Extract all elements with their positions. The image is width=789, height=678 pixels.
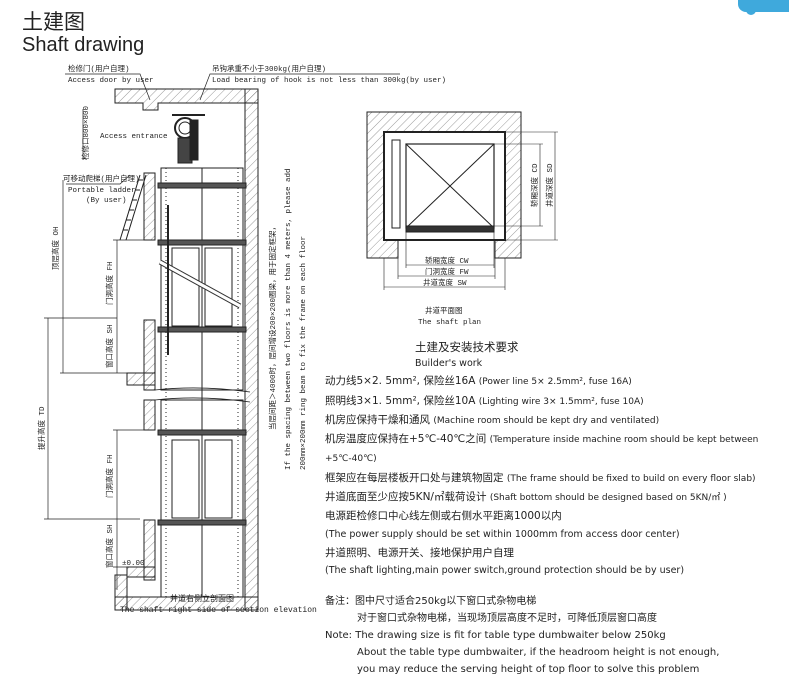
requirement-item: 井道底面至少应按5KN/㎡载荷设计 (Shaft bottom should b… [325, 491, 727, 504]
plan-fw-label: 门洞宽度 FW [425, 266, 469, 277]
access-entrance-label: Access entrance [100, 133, 168, 141]
page-title-cn: 土建图 [22, 10, 85, 34]
elevation-caption-cn: 井道右侧立剖面图 [170, 593, 234, 604]
elevation-caption-en: The shaft right side of section elevatio… [120, 606, 317, 615]
requirements-heading-cn: 土建及安装技术要求 [415, 340, 519, 354]
hook-en: Load bearing of hook is not less than 30… [212, 77, 446, 85]
oh-label: 顶层高度 OH [50, 226, 61, 270]
plan-caption-cn: 井道平面图 [425, 305, 463, 316]
ladder-en: Portable ladder [68, 187, 136, 195]
plan-caption-en: The shaft plan [418, 319, 481, 327]
fh-label-bottom: 门洞高度 FH [104, 454, 115, 498]
access-door-cn: 检修门(用户自理) [68, 63, 130, 74]
zero-level-label: ±0.00 [122, 560, 145, 568]
power-supply-cn: 电源距检修口中心线左侧或右侧水平距离1000以内 [325, 510, 562, 523]
dimension-lines [44, 109, 145, 590]
hook-cn: 吊钩承重不小于300kg(用户自理) [212, 63, 326, 74]
ladder-by: (By user) [86, 197, 127, 205]
plan-sd-label: 井道深度 SD [544, 163, 555, 207]
corner-tab-accent [738, 0, 789, 15]
requirement-item: 照明线3×1. 5mm², 保险丝10A (Lighting wire 3× 1… [325, 394, 644, 407]
plan-sw-label: 井道宽度 SW [423, 277, 467, 288]
shaft-drawing: 检修门(用户自理) Access door by user 吊钩承重不小于300… [36, 63, 558, 615]
access-door-en: Access door by user [68, 77, 154, 85]
page-title-en: Shaft drawing [22, 34, 145, 56]
requirements-heading-en: Builder's work [415, 358, 483, 370]
right-wall [244, 88, 259, 611]
ring-beam-en-2: 200mm×200mm ring beam to fix the frame o… [300, 236, 308, 470]
shaft-lighting-cn: 井道照明、电源开关、接地保护用户自理 [325, 546, 514, 559]
note-en-3: you may reduce the serving height of top… [357, 663, 700, 675]
ladder-cn: 可移动爬梯(用户自理) [63, 173, 140, 184]
ring-beam-cn: 当层间距＞4000时，层间增设200×200圈梁，用于固定框架， [267, 223, 278, 430]
section-elevation [44, 73, 400, 611]
ring-beam-en-1: If the spacing between two floors is mor… [285, 168, 293, 470]
sh-label-bottom: 窗口高度 SH [104, 524, 115, 568]
note-en-2: About the table type dumbwaiter, if the … [357, 646, 720, 658]
plan-cw-label: 轿厢宽度 CW [425, 255, 469, 266]
sh-label-top: 窗口高度 SH [104, 324, 115, 368]
builders-work-requirements: 土建及安装技术要求 Builder's work 动力线5×2. 5mm², 保… [325, 338, 785, 678]
note-cn-1: 备注：图中尺寸适合250kg以下窗口式杂物电梯 [325, 595, 537, 607]
note-cn-2: 对于窗口式杂物电梯，当现场顶层高度不足时，可降低顶层窗口高度 [357, 612, 657, 624]
top-slab [114, 88, 259, 111]
requirement-item: 机房温度应保持在+5℃-40℃之间 (Temperature inside ma… [325, 433, 759, 465]
requirement-item: 动力线5×2. 5mm², 保险丝16A (Power line 5× 2.5m… [325, 375, 632, 388]
power-supply-en: (The power supply should be set within 1… [325, 528, 680, 540]
fh-label-top: 门洞高度 FH [104, 261, 115, 305]
requirement-item: 框架应在每层楼板开口处与建筑物固定 (The frame should be f… [325, 471, 756, 484]
td-label: 提升高度 TD [36, 406, 47, 450]
access-opening-label: 检修口800×800 [80, 105, 91, 160]
plan-cd-label: 轿厢深度 CD [529, 163, 540, 207]
note-en-1: Note: The drawing size is fit for table … [325, 629, 666, 641]
shaft-plan [366, 111, 558, 290]
requirement-item: 机房应保持干燥和通风 (Machine room should be kept … [325, 413, 660, 426]
shaft-lighting-en: (The shaft lighting,main power switch,gr… [325, 565, 685, 577]
